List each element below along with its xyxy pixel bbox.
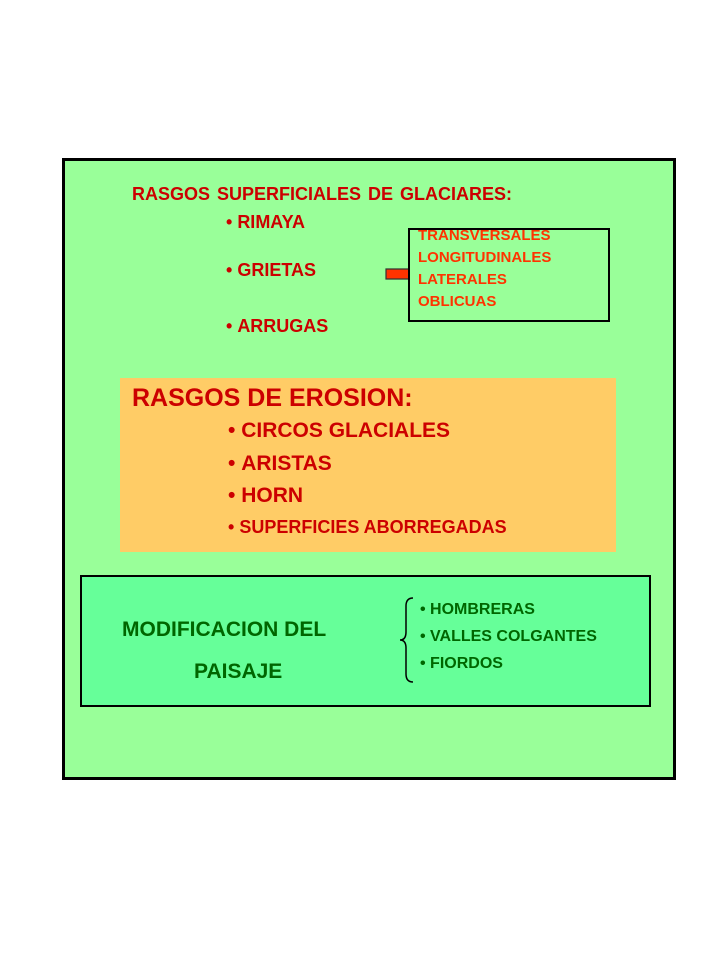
modification-item-hombreras: HOMBRERAS: [420, 601, 535, 619]
modification-title-line2: PAISAJE: [194, 660, 283, 683]
list-item-arrugas: ARRUGAS: [226, 316, 328, 337]
erosion-item-circos: CIRCOS GLACIALES: [228, 419, 450, 443]
modification-title-line1: MODIFICACION DEL: [122, 618, 327, 641]
erosion-item-horn: HORN: [228, 484, 303, 508]
erosion-features-title: RASGOS DE EROSION:: [132, 384, 413, 412]
list-item-rimaya: RIMAYA: [226, 212, 305, 233]
crack-type-transversales: TRANSVERSALES: [418, 227, 551, 244]
superficial-features-title: RASGOS SUPERFICIALES DE GLACIARES:: [132, 184, 513, 204]
curly-brace-icon: [399, 597, 414, 683]
modification-item-fiordos: FIORDOS: [420, 655, 503, 673]
erosion-item-aristas: ARISTAS: [228, 452, 332, 476]
crack-type-laterales: LATERALES: [418, 271, 507, 288]
erosion-item-superficies: SUPERFICIES ABORREGADAS: [228, 517, 506, 538]
list-item-grietas: GRIETAS: [226, 260, 316, 281]
modification-item-valles: VALLES COLGANTES: [420, 628, 597, 646]
crack-type-oblicuas: OBLICUAS: [418, 293, 497, 310]
crack-type-longitudinales: LONGITUDINALES: [418, 249, 552, 266]
crack-types-box: [408, 228, 610, 322]
